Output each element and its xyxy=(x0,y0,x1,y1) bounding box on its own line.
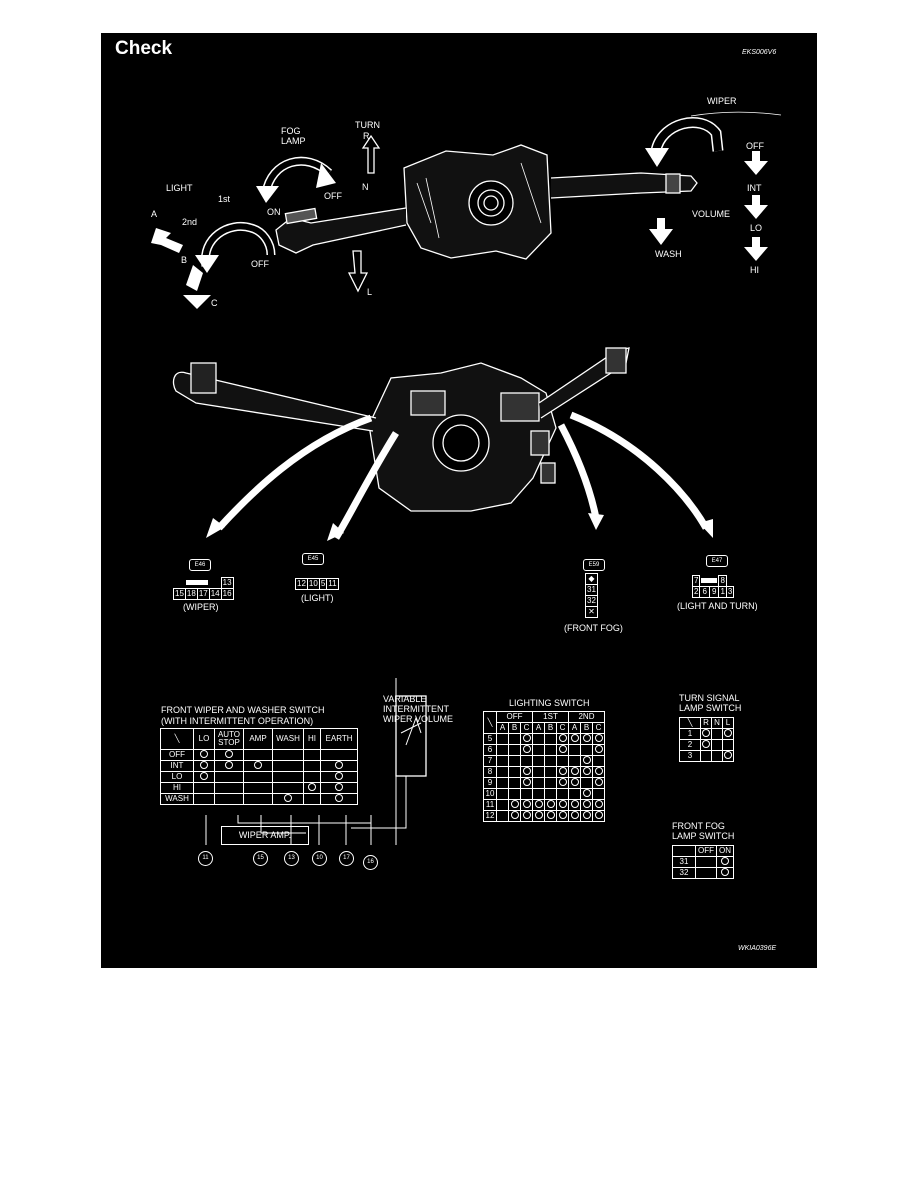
lighting-switch-title: LIGHTING SWITCH xyxy=(509,698,590,708)
label-fog-lamp: FOG LAMP xyxy=(281,126,306,146)
label-turn-l: L xyxy=(367,287,373,297)
label-wiper-off: OFF xyxy=(746,141,764,151)
label-turn-n: N xyxy=(362,182,369,192)
connector-e46-caption: (WIPER) xyxy=(183,602,219,612)
connector-e59: ◆ 31 32 ✕ xyxy=(585,573,598,618)
connector-e47-caption: (LIGHT AND TURN) xyxy=(677,601,758,611)
wiper-switch-table: ╲ LO AUTO STOP AMP WASH HI EARTH OFF INT… xyxy=(160,728,358,805)
label-c: C xyxy=(211,298,218,308)
wiper-switch-subtitle: (WITH INTERMITTENT OPERATION) xyxy=(161,716,314,726)
connector-e47-badge: E47 xyxy=(706,555,728,567)
label-volume: VOLUME xyxy=(692,209,731,219)
label-a: A xyxy=(151,209,158,219)
label-turn-r: R xyxy=(363,131,370,141)
label-wiper-int: INT xyxy=(747,183,762,193)
wiper-amp: WIPER AMP. xyxy=(221,826,309,845)
connector-e59-caption: (FRONT FOG) xyxy=(564,623,623,633)
figure-panel: Check EKS006V6 LIGHT A B C 1st 2nd OFF F… xyxy=(101,33,817,968)
label-turn: TURN xyxy=(355,120,380,130)
page-title: Check xyxy=(115,38,173,59)
fog-switch-title: FRONT FOG LAMP SWITCH xyxy=(672,821,735,841)
label-1st: 1st xyxy=(218,194,231,204)
label-2nd: 2nd xyxy=(182,217,198,227)
label-fog-off: OFF xyxy=(324,191,342,201)
terminal-10: 10 xyxy=(312,851,327,866)
label-fog-on: ON xyxy=(267,207,281,217)
figure-code: WKIA0396E xyxy=(738,945,777,952)
label-wiper-hi: HI xyxy=(750,265,759,275)
connector-e45-badge: E45 xyxy=(302,553,324,565)
terminal-16: 16 xyxy=(363,855,378,870)
variable-volume-label: VARIABLE INTERMITTENT WIPER VOLUME xyxy=(383,694,454,724)
label-wiper: WIPER xyxy=(707,96,737,106)
switch-illustration xyxy=(151,111,782,845)
terminal-17: 17 xyxy=(339,851,354,866)
connector-e46-badge: E46 xyxy=(189,559,211,571)
doc-code: EKS006V6 xyxy=(742,49,777,56)
label-wash: WASH xyxy=(655,249,682,259)
label-light-off: OFF xyxy=(251,259,269,269)
turn-switch-title: TURN SIGNAL LAMP SWITCH xyxy=(679,693,742,713)
label-wiper-lo: LO xyxy=(750,223,763,233)
wiper-switch-title: FRONT WIPER AND WASHER SWITCH xyxy=(161,705,325,715)
label-light: LIGHT xyxy=(166,183,193,193)
connector-e45-caption: (LIGHT) xyxy=(301,593,334,603)
terminal-15: 15 xyxy=(253,851,268,866)
terminal-13: 13 xyxy=(284,851,299,866)
terminal-11: 11 xyxy=(198,851,213,866)
connector-e59-badge: E59 xyxy=(583,559,605,571)
label-b: B xyxy=(181,255,188,265)
